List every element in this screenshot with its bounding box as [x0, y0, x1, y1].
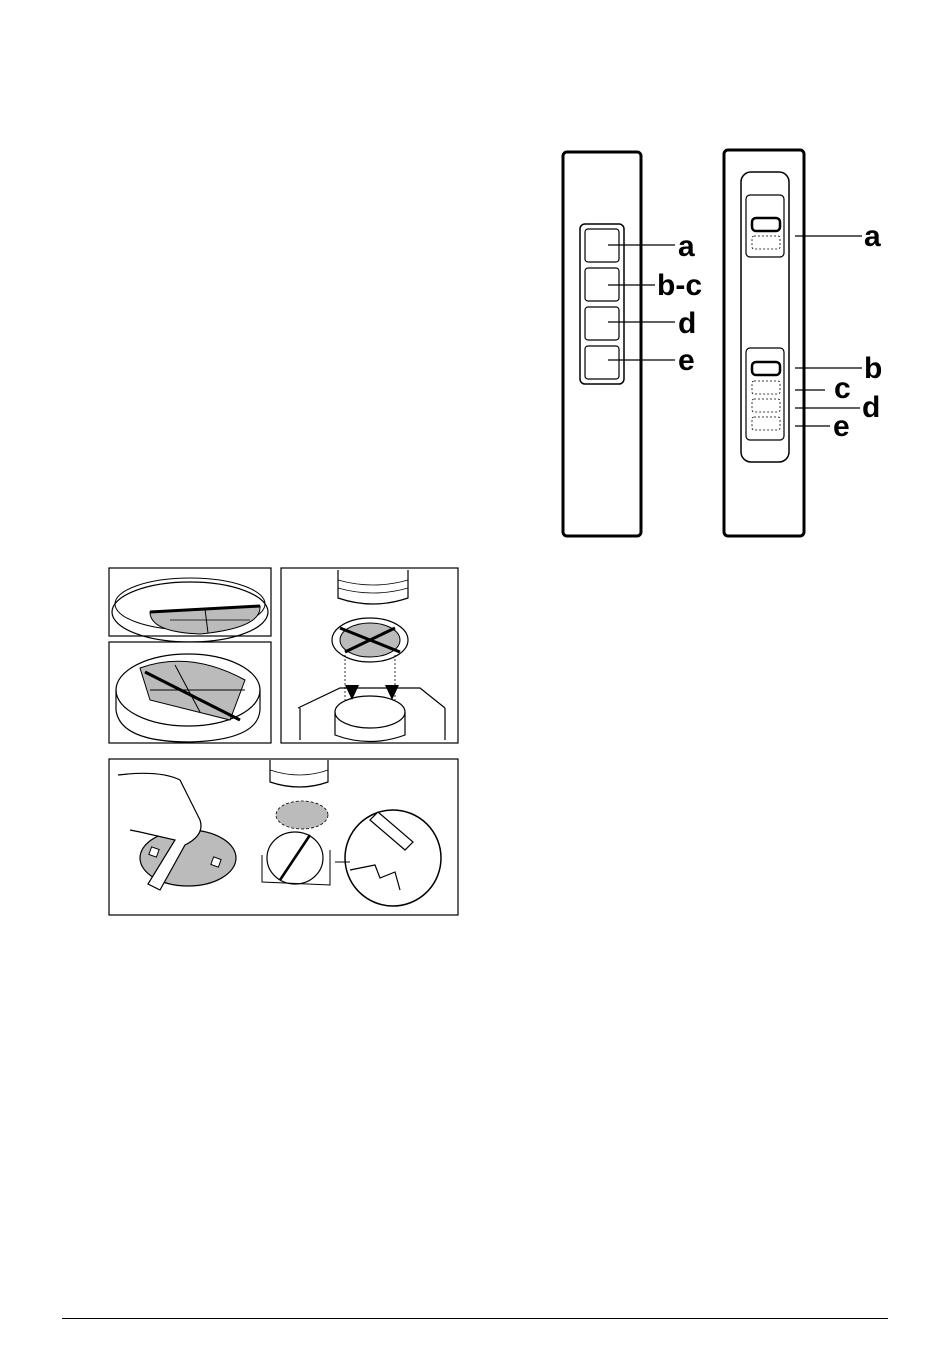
right-slider-knob-b[interactable] [752, 362, 780, 375]
left-button-e[interactable] [585, 346, 619, 379]
right-label-e: e [833, 410, 850, 443]
left-button-d[interactable] [585, 307, 619, 340]
right-slider-knob-a[interactable] [752, 218, 780, 231]
left-control-panel: a b-c d e [563, 152, 702, 536]
filter-ring-bottom-figure [109, 642, 271, 743]
left-label-d: d [678, 307, 696, 340]
right-label-d: d [862, 391, 880, 424]
filter-lock-figure [109, 759, 458, 915]
filter-mount-figure [281, 568, 458, 743]
footer-rule [62, 1318, 888, 1319]
left-label-bc: b-c [657, 269, 702, 302]
filter-ring-top-figure [109, 568, 271, 642]
right-label-c: c [834, 372, 851, 405]
left-label-a: a [678, 230, 695, 263]
left-label-e: e [678, 344, 695, 377]
right-label-b: b [864, 352, 882, 385]
right-control-panel: a b c d e [724, 150, 882, 536]
right-label-a: a [864, 220, 881, 253]
